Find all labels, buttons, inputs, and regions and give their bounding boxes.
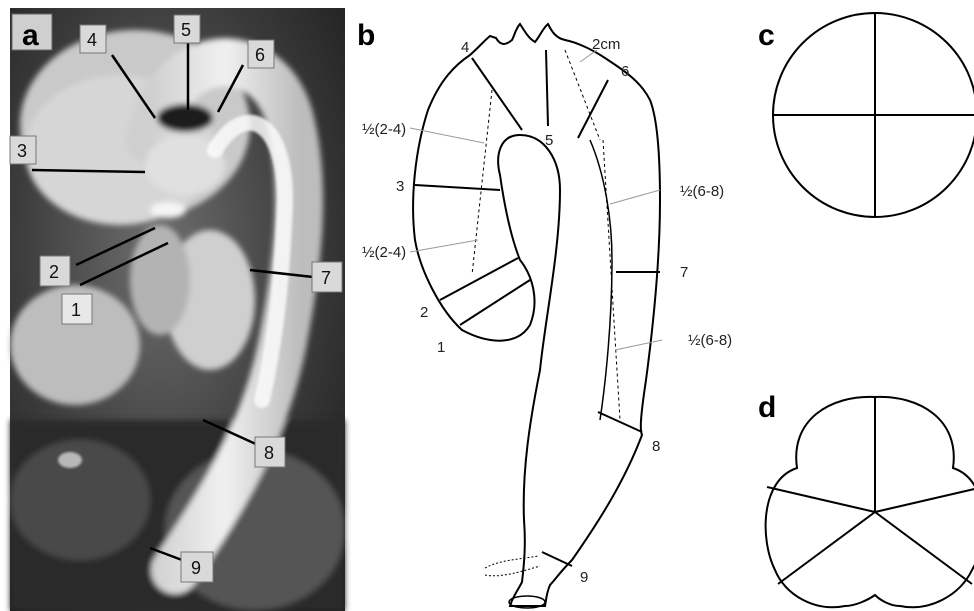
panel-c-letter: c <box>758 19 775 52</box>
mri-label-2: 2 <box>49 262 59 282</box>
panel-c: c <box>758 13 974 217</box>
drawing-label-1: 1 <box>437 339 445 356</box>
drawing-label-3: 3 <box>396 178 404 195</box>
mri-image <box>10 30 345 611</box>
half-2-4-lower-label: ½(2-4) <box>362 244 406 261</box>
mri-label-4: 4 <box>87 30 97 50</box>
drawing-label-7: 7 <box>680 264 688 281</box>
half-6-8-upper-label: ½(6-8) <box>680 183 724 200</box>
drawing-label-8: 8 <box>652 438 660 455</box>
drawing-label-5: 5 <box>545 132 553 149</box>
mri-label-9: 9 <box>191 558 201 578</box>
mri-label-8: 8 <box>264 443 274 463</box>
drawing-label-6: 6 <box>621 63 629 80</box>
two-cm-label: 2cm <box>592 36 620 53</box>
half-2-4-upper-label: ½(2-4) <box>362 121 406 138</box>
panel-b: b <box>357 19 732 608</box>
mri-label-5: 5 <box>181 20 191 40</box>
panel-a: a 4 5 6 3 2 1 7 <box>10 8 345 611</box>
panel-d: d <box>758 391 974 607</box>
drawing-label-4: 4 <box>461 39 469 56</box>
mri-label-1: 1 <box>71 300 81 320</box>
drawing-label-9: 9 <box>580 569 588 586</box>
mri-label-3: 3 <box>17 141 27 161</box>
aorta-outline <box>413 24 660 606</box>
mri-label-6: 6 <box>255 45 265 65</box>
half-6-8-lower-label: ½(6-8) <box>688 332 732 349</box>
panel-b-letter: b <box>357 19 375 52</box>
panel-d-letter: d <box>758 391 776 424</box>
drawing-label-2: 2 <box>420 304 428 321</box>
mri-label-7: 7 <box>321 268 331 288</box>
panel-a-letter: a <box>22 19 39 52</box>
trileaflet-outline <box>766 397 974 607</box>
